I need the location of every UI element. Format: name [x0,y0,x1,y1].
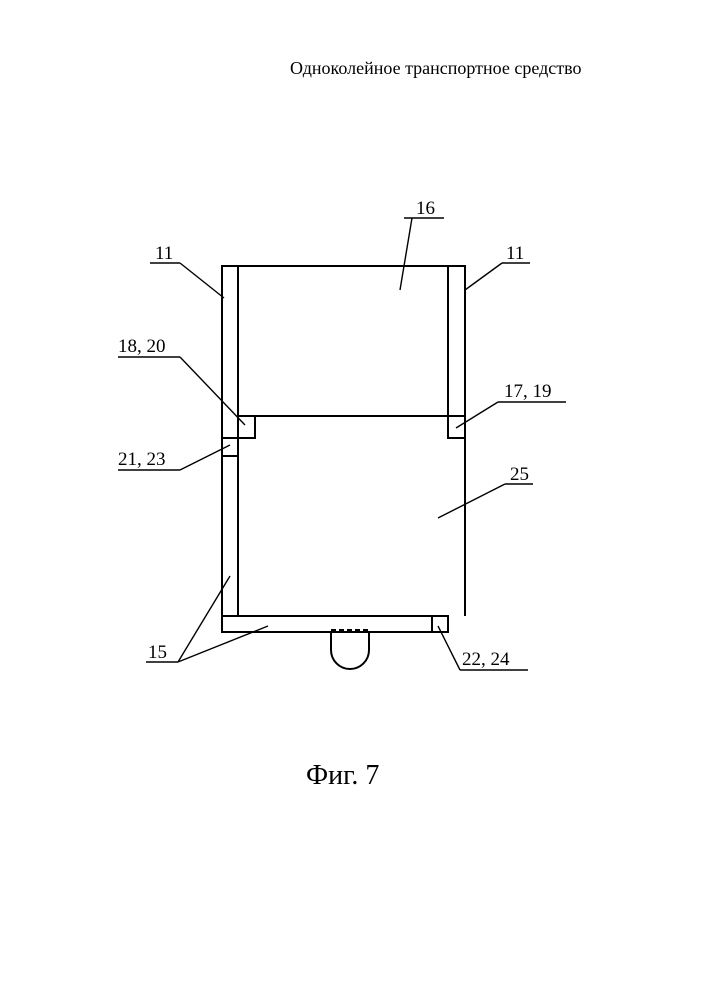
figure-caption: Фиг. 7 [306,760,379,792]
leader-18-20 [180,357,245,425]
leader-25 [438,484,505,518]
label-17-19: 17, 19 [504,381,552,402]
label-15: 15 [148,642,167,663]
wheel [331,632,369,669]
label-11-left: 11 [155,243,173,264]
label-11-right: 11 [506,243,524,264]
left-side-plate [222,266,238,616]
label-25: 25 [510,464,529,485]
leader-11-left [180,263,224,298]
label-21-23: 21, 23 [118,449,166,470]
label-22-24: 22, 24 [462,649,510,670]
leader-16 [400,218,412,290]
label-18-20: 18, 20 [118,336,166,357]
block-18-20 [238,416,255,438]
leader-11-right [465,263,502,290]
label-16: 16 [416,198,435,219]
right-side-plate [448,266,465,438]
